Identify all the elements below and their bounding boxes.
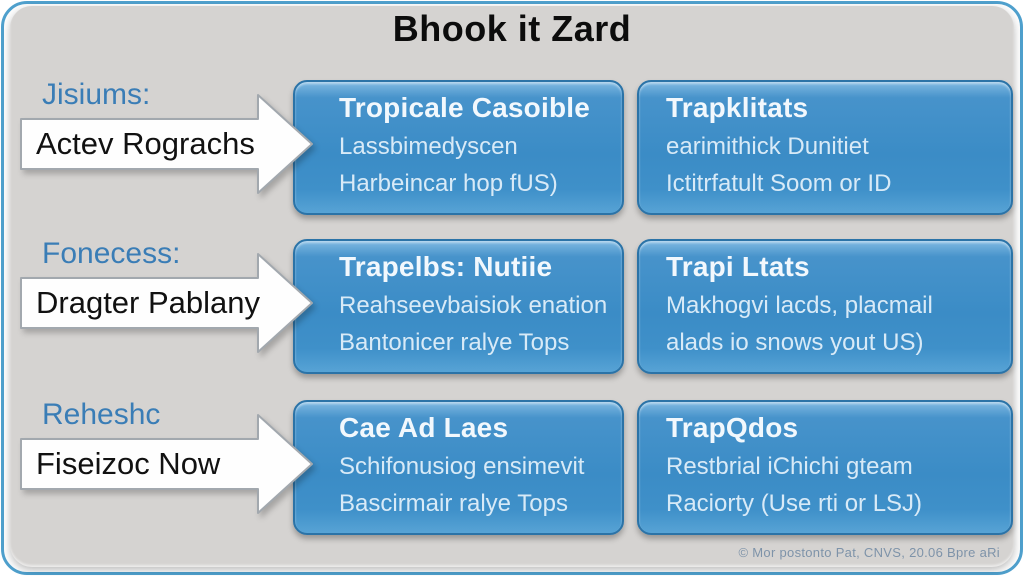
- box-line: Ictitrfatult Soom or ID: [666, 170, 892, 197]
- box-line: Lassbimedyscen: [339, 133, 518, 160]
- arrow-label: Actev Rograchs: [36, 126, 255, 161]
- box-line: earimithick Dunitiet: [666, 133, 869, 160]
- right-arrow-shape: [20, 253, 313, 353]
- right-arrow-icon: Fiseizoc Now: [20, 412, 314, 516]
- box-header: Trapelbs: Nutiie: [339, 251, 553, 282]
- arrow-label: Dragter Pablany: [36, 285, 261, 320]
- box-line: Schifonusiog ensimevit: [339, 453, 585, 480]
- row-label: Reheshc: [42, 398, 161, 431]
- box-line: Restbrial iChichi gteam: [666, 453, 913, 480]
- box-header: Cae Ad Laes: [339, 412, 509, 443]
- box-header: Trapklitats: [666, 92, 809, 123]
- box-line: Bantonicer ralye Tops: [339, 329, 570, 356]
- right-arrow-shape: [20, 414, 313, 514]
- row-2: Fonecess: Dragter Pablany Trapelbs: Nuti…: [0, 237, 1024, 397]
- info-box-left: Cae Ad Laes Schifonusiog ensimevit Basci…: [293, 400, 624, 535]
- box-line: Harbeincar hop fUS): [339, 170, 558, 197]
- info-box-left: Trapelbs: Nutiie Reahseevbaisiok enation…: [293, 239, 624, 374]
- box-line: alads io snows yout US): [666, 329, 924, 356]
- box-line: Reahseevbaisiok enation: [339, 292, 608, 319]
- box-line: Bascirmair ralye Tops: [339, 490, 568, 517]
- info-box-right: Trapklitats earimithick Dunitiet Ictitrf…: [637, 80, 1013, 215]
- info-box-right: Trapi Ltats Makhogvi lacds, placmail ala…: [637, 239, 1013, 374]
- arrow-label: Fiseizoc Now: [36, 446, 221, 481]
- info-box-left: Tropicale Casoible Lassbimedyscen Harbei…: [293, 80, 624, 215]
- page-title: Bhook it Zard: [392, 8, 632, 49]
- box-header: Trapi Ltats: [666, 251, 810, 282]
- right-arrow-shape: [20, 94, 313, 194]
- right-arrow-icon: Dragter Pablany: [20, 251, 314, 355]
- right-arrow-icon: Actev Rograchs: [20, 92, 314, 196]
- info-box-right: TrapQdos Restbrial iChichi gteam Raciort…: [637, 400, 1013, 535]
- row-3: Reheshc Fiseizoc Now Cae Ad Laes Schifon…: [0, 398, 1024, 558]
- box-line: Makhogvi lacds, placmail: [666, 292, 933, 319]
- box-header: TrapQdos: [666, 412, 799, 443]
- row-1: Jisiums: Actev Rograchs Tropicale Casoib…: [0, 78, 1024, 238]
- box-line: Raciorty (Use rti or LSJ): [666, 490, 923, 517]
- row-label: Fonecess:: [42, 237, 181, 270]
- copyright-credit: © Mor postonto Pat, CNVS, 20.06 Bpre aRi: [738, 545, 1000, 560]
- row-label: Jisiums:: [42, 78, 151, 111]
- box-header: Tropicale Casoible: [339, 92, 591, 123]
